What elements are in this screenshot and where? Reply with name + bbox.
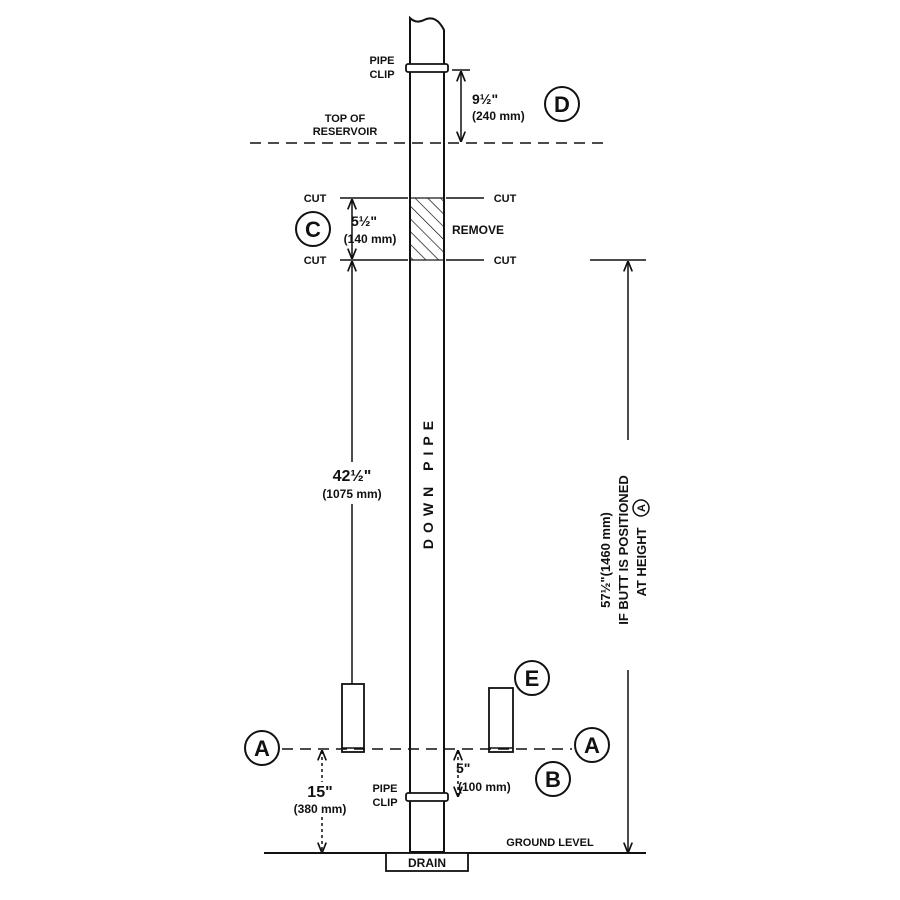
dim-left-mm: (1075 mm) [322, 487, 381, 501]
dim-d-mm: (240 mm) [472, 109, 525, 123]
marker-d: D [554, 92, 570, 117]
butt-left [341, 683, 365, 753]
drain-box [385, 852, 469, 872]
side-note-line-2: IF BUTT IS POSITIONED [616, 475, 631, 625]
ground-level-label: GROUND LEVEL [506, 837, 594, 849]
side-note-line-3: AT HEIGHT [634, 527, 649, 596]
top-of-reservoir-label-1: TOP OF [325, 113, 366, 125]
pipe-clip-top-label-2: CLIP [369, 69, 394, 81]
marker-a-left: A [254, 736, 270, 761]
cut-label-bottom-left: CUT [304, 255, 327, 267]
dim-b-value: 5" [456, 760, 470, 776]
dim-a-mm: (380 mm) [294, 802, 347, 816]
remove-label: REMOVE [452, 223, 504, 237]
cut-label-top-left: CUT [304, 193, 327, 205]
top-of-reservoir-label-2: RESERVOIR [313, 126, 378, 138]
cut-label-top-right: CUT [494, 193, 517, 205]
side-note-line-1: 57½"(1460 mm) [598, 512, 613, 608]
marker-e: E [525, 666, 540, 691]
marker-a-inline: A [636, 504, 648, 512]
dim-d-value: 9½" [472, 91, 498, 107]
pipe-clip-bottom-label-2: CLIP [372, 797, 397, 809]
drain-label: DRAIN [408, 856, 446, 870]
down-pipe: DOWN PIPE [405, 15, 449, 853]
pipe-clip-top [405, 63, 449, 73]
pipe-clip-top-label-1: PIPE [369, 55, 394, 67]
butt-right [488, 687, 514, 753]
marker-b: B [545, 767, 561, 792]
dim-c-mm: (140 mm) [344, 232, 397, 246]
marker-a-right: A [584, 733, 600, 758]
dim-left-value: 42½" [333, 468, 372, 485]
dim-c-value: 5½" [351, 213, 377, 229]
cut-label-bottom-right: CUT [494, 255, 517, 267]
pipe-clip-bottom-label-1: PIPE [372, 783, 397, 795]
remove-section-hatch [409, 197, 445, 261]
marker-c: C [305, 217, 321, 242]
dim-b-mm: (100 mm) [458, 780, 511, 794]
down-pipe-label: DOWN PIPE [420, 415, 436, 549]
dim-a-value: 15" [307, 784, 332, 801]
pipe-clip-bottom [405, 792, 449, 802]
